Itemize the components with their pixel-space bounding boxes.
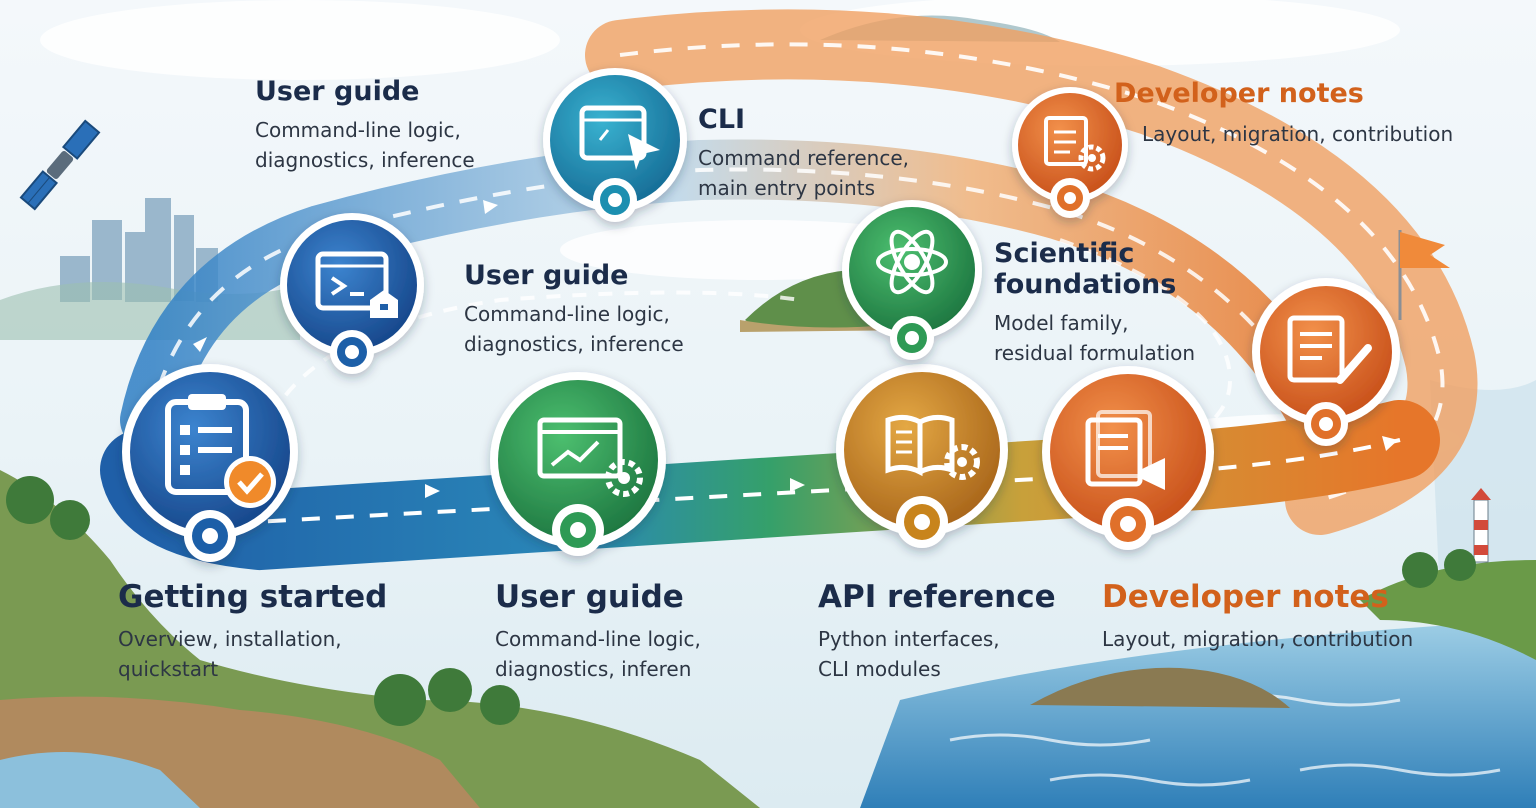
description-line: Command-line logic, bbox=[495, 626, 701, 651]
stop-description: Layout, migration, contribution bbox=[1142, 119, 1453, 149]
stop-description: Command-line logic, diagnostics, inferen… bbox=[255, 115, 475, 175]
label-user-guide-lower: User guide Command-line logic, diagnosti… bbox=[495, 579, 701, 684]
label-getting-started: Getting started Overview, installation, … bbox=[118, 579, 388, 684]
description-line: diagnostics, inference bbox=[255, 148, 475, 173]
left-shore-water bbox=[0, 752, 200, 808]
right-coast bbox=[1360, 560, 1536, 660]
sea bbox=[860, 620, 1536, 808]
document-megaphone-icon bbox=[1085, 410, 1165, 490]
description-line: residual formulation bbox=[994, 341, 1196, 366]
label-developer-notes-top: Developer notes Layout, migration, contr… bbox=[1114, 78, 1453, 149]
description-line: quickstart bbox=[118, 656, 219, 681]
stop-developer-notes-lower[interactable] bbox=[1042, 366, 1214, 550]
stop-title: CLI bbox=[698, 104, 746, 135]
upper-road-dashes bbox=[148, 167, 1322, 421]
stop-developer-notes-top[interactable] bbox=[1012, 87, 1128, 218]
description-line: Python interfaces, bbox=[818, 626, 1000, 651]
stop-title: Getting started bbox=[118, 579, 388, 615]
terminal-icon bbox=[315, 251, 398, 318]
description-line: diagnostics, inferen bbox=[495, 656, 692, 681]
description-line: Layout, migration, contribution bbox=[1142, 122, 1454, 147]
stop-title: Scientific foundations bbox=[994, 238, 1177, 301]
satellite-icon bbox=[19, 119, 101, 211]
stop-title: Developer notes bbox=[1102, 579, 1389, 615]
description-line: Overview, installation, bbox=[118, 626, 342, 651]
stops-layer bbox=[122, 68, 1400, 562]
book-gear-icon bbox=[885, 414, 980, 480]
bottom-right-island bbox=[1030, 667, 1290, 708]
finish-flag-icon bbox=[1398, 230, 1450, 320]
stop-description: Python interfaces, CLI modules bbox=[818, 624, 1056, 684]
road-arrows bbox=[193, 200, 1398, 498]
lower-road-dashes bbox=[199, 438, 1401, 527]
chart-gear-icon bbox=[537, 417, 643, 497]
inner-guide-path bbox=[258, 290, 801, 441]
stop-description: Model family, residual formulation bbox=[994, 308, 1195, 368]
stop-description: Command-line logic, diagnostics, inferen… bbox=[464, 299, 684, 359]
outer-road-dashes bbox=[619, 42, 1445, 502]
description-line: main entry points bbox=[698, 176, 875, 201]
lighthouse-icon bbox=[1471, 488, 1491, 563]
description-line: diagnostics, inference bbox=[464, 332, 684, 357]
stop-title: User guide bbox=[464, 260, 629, 291]
description-line: Command-line logic, bbox=[255, 118, 461, 143]
label-scientific-foundations: Scientific foundations Model family, res… bbox=[994, 238, 1195, 368]
clipboard-check-icon bbox=[165, 394, 276, 508]
window-cursor-icon bbox=[579, 105, 660, 170]
description-line: Command reference, bbox=[698, 146, 910, 171]
stop-description: Layout, migration, contribution bbox=[1102, 624, 1413, 654]
label-developer-notes-lower: Developer notes Layout, migration, contr… bbox=[1102, 579, 1413, 654]
description-line: Model family, bbox=[994, 311, 1129, 336]
stop-title: User guide bbox=[495, 579, 684, 615]
stop-title: User guide bbox=[255, 76, 420, 107]
stop-description: Overview, installation, quickstart bbox=[118, 624, 387, 684]
label-cli: CLI Command reference, main entry points bbox=[698, 104, 909, 203]
label-user-guide-top: User guide Command-line logic, diagnosti… bbox=[255, 76, 475, 175]
document-pencil-icon bbox=[1287, 315, 1372, 384]
document-gear-icon bbox=[1044, 116, 1106, 172]
description-line: CLI modules bbox=[818, 656, 941, 681]
description-line: Command-line logic, bbox=[464, 302, 670, 327]
stop-description: Command reference, main entry points bbox=[698, 143, 909, 203]
stop-description: Command-line logic, diagnostics, inferen bbox=[495, 624, 701, 684]
trees bbox=[6, 476, 1476, 726]
stop-title: Developer notes bbox=[1114, 78, 1364, 109]
stop-title: API reference bbox=[818, 579, 1056, 615]
description-line: Layout, migration, contribution bbox=[1102, 626, 1414, 651]
label-api-reference: API reference Python interfaces, CLI mod… bbox=[818, 579, 1056, 684]
label-user-guide-middle: User guide Command-line logic, diagnosti… bbox=[464, 260, 684, 359]
atom-icon bbox=[876, 229, 948, 295]
